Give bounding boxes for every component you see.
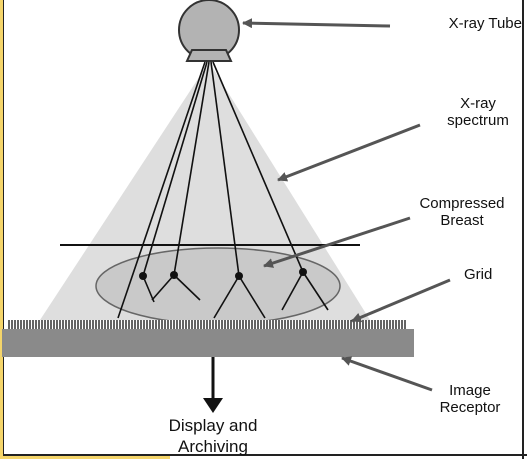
label-compressed-breast-line2: Breast [440,212,484,229]
scatter-ray [213,275,240,319]
primary-ray [142,61,208,277]
label-compressed-breast-line1: Compressed [419,195,505,212]
primary-ray [173,61,210,276]
antiscatter-grid [8,320,408,329]
label-xray-spectrum-line1: X-ray [460,95,496,112]
label-display-archiving-line2: Archiving [178,437,248,456]
label-pointers [242,18,451,392]
label-image-receptor-line2: Receptor [439,399,501,416]
scatter-ray [302,271,329,311]
frame-accent-yellow [0,0,3,459]
primary-ray [212,61,304,273]
primary-ray [210,61,240,277]
xray-tube-window [185,49,233,62]
scatter-ray [151,274,175,301]
scatter-ray [142,275,155,303]
label-image-receptor-line1: Image [449,382,491,399]
scatter-ray [173,274,201,301]
primary-rays [117,61,304,319]
pointer-xray-tube [242,18,391,29]
label-xray-tube: X-ray Tube [448,15,522,32]
scatter-events [139,268,329,319]
grid-base [8,320,408,329]
output-arrow-head [203,398,223,413]
scatter-ray [238,275,266,319]
pointer-image-receptor [341,356,433,392]
pointer-compressed-breast [263,216,411,268]
scatter-ray [281,271,304,311]
image-receptor-plate [2,329,414,357]
label-display-archiving-line1: Display and [168,416,258,435]
label-xray-spectrum-line2: spectrum [447,112,509,129]
label-grid: Grid [464,266,493,283]
primary-ray [117,61,206,319]
frame-accent-yellow-bottom [0,456,170,459]
pointer-xray-spectrum [277,123,421,182]
pointer-grid [351,278,451,323]
